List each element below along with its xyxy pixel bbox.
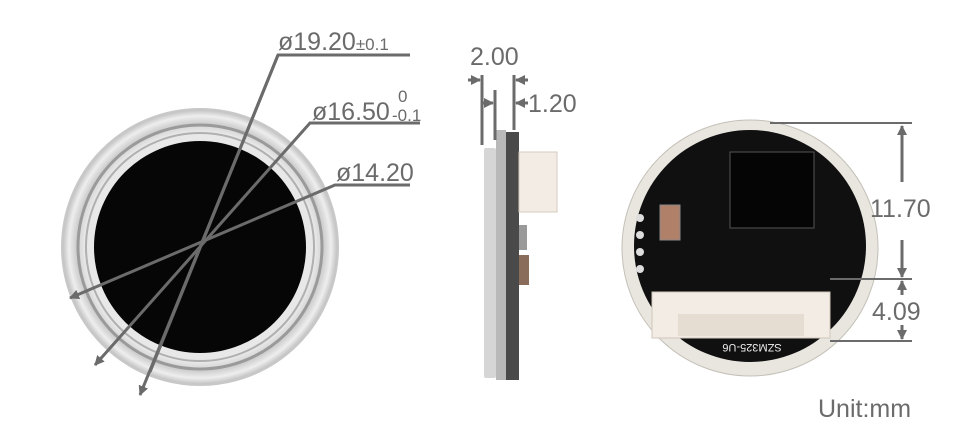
middle-diameter-label: ø16.50 <box>312 98 390 126</box>
back-view-pcb: SZM325-U6 <box>621 119 879 377</box>
pcb-label: SZM325-U6 <box>722 341 781 353</box>
capacitor <box>659 204 681 241</box>
connector-height-label: 4.09 <box>872 298 921 326</box>
inner-diameter-label: ø14.20 <box>336 159 414 187</box>
chip <box>729 151 815 229</box>
total-thickness-label: 2.00 <box>470 43 519 71</box>
middle-diameter-tolerance-lower: -0.1 <box>392 106 421 125</box>
upper-height-label: 11.70 <box>870 195 931 223</box>
side-dimension-lines <box>468 75 528 145</box>
side-view-sensor <box>484 130 558 380</box>
ring-thickness-label: 1.20 <box>528 90 577 118</box>
front-dimension-lines <box>69 53 420 396</box>
outer-diameter-label: ø19.20±0.1 <box>278 28 389 56</box>
unit-label: Unit:mm <box>818 395 911 423</box>
back-dimension-lines <box>770 122 912 342</box>
middle-diameter-tolerance-upper: 0 <box>398 87 407 106</box>
